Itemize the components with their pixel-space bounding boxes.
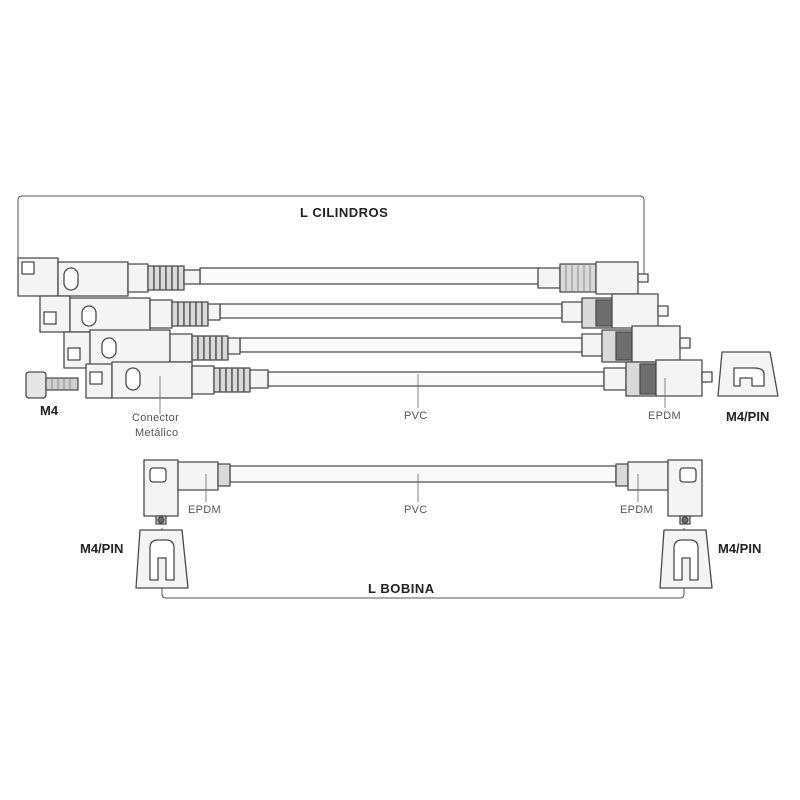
m4pin-bottom-right-label: M4/PIN: [718, 541, 762, 556]
m4pin-bottom-left-label: M4/PIN: [80, 541, 124, 556]
cylinder-cable-4: [85, 359, 713, 399]
conector-label-line2: Metálico: [135, 427, 179, 439]
cilindros-dimension-line: [17, 195, 645, 280]
l-cilindros-label: L CILINDROS: [296, 205, 393, 220]
pvc-bottom-label: PVC: [404, 504, 428, 516]
cylinder-cable-2: [39, 293, 669, 333]
cylinder-cable-3: [63, 325, 691, 369]
m4-pin-terminal-bottom-right: [659, 529, 713, 589]
m4pin-right-label: M4/PIN: [726, 409, 770, 424]
conector-label-line1: Conector: [132, 412, 180, 424]
m4-pin-terminal-right: [717, 351, 779, 397]
m4-pin-terminal-bottom-left: [135, 529, 189, 589]
epdm-bottom-left-label: EPDM: [188, 504, 221, 516]
epdm-top-label: EPDM: [648, 410, 681, 422]
epdm-bottom-right-label: EPDM: [620, 504, 653, 516]
m4-nut: [25, 371, 79, 399]
l-bobina-label: L BOBINA: [364, 581, 439, 596]
coil-cable: [143, 459, 703, 525]
pvc-top-label: PVC: [404, 410, 428, 422]
m4-label: M4: [40, 403, 59, 418]
bobina-dimension-line: [161, 528, 685, 599]
cylinder-cable-1: [17, 257, 649, 297]
